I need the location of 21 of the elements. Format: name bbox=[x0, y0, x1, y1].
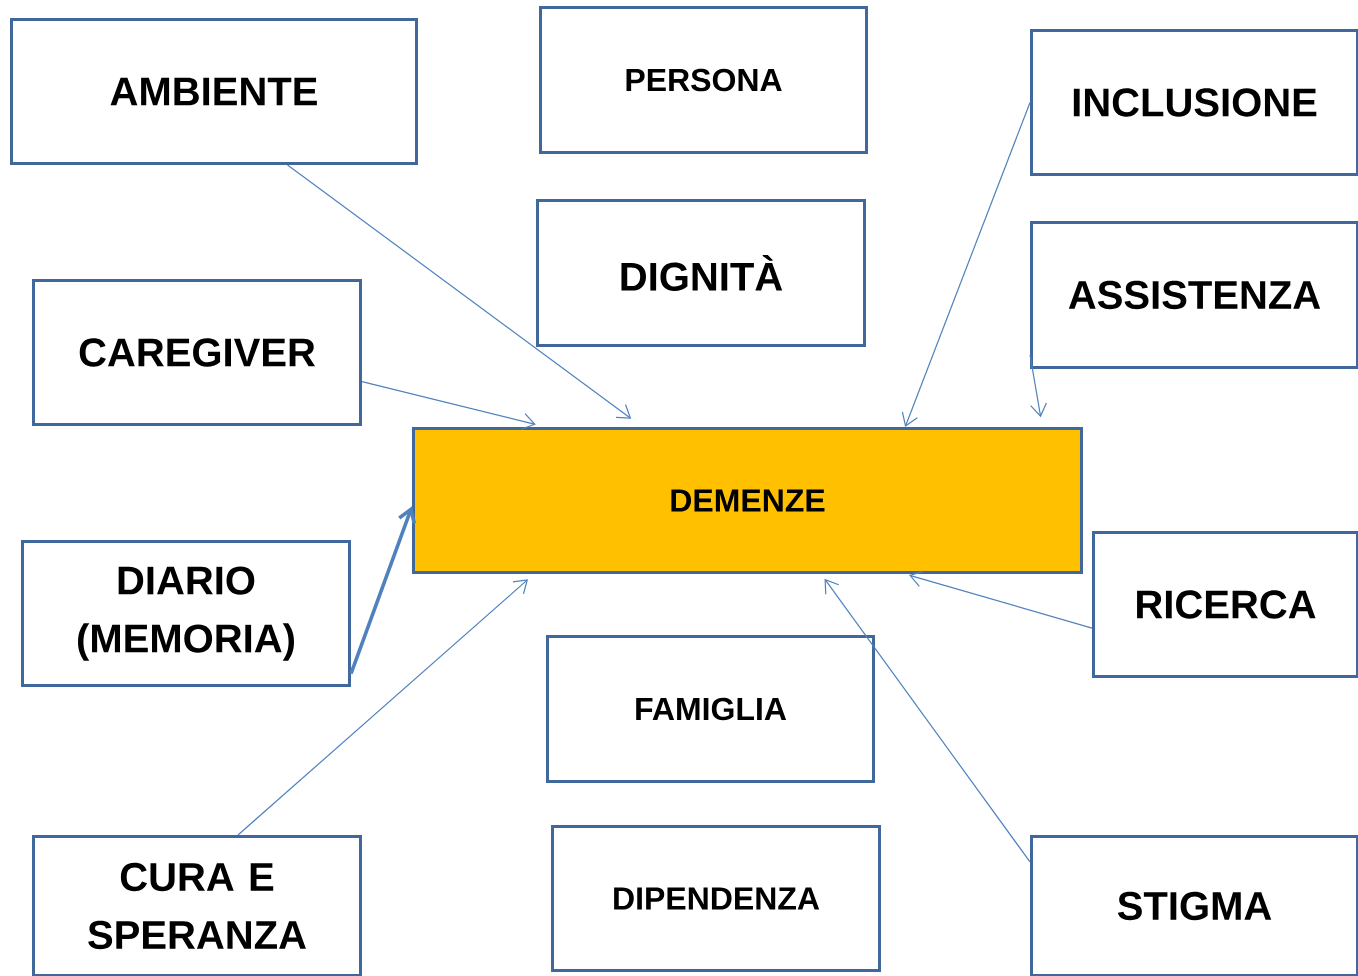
concept-box: RICERCA bbox=[1092, 531, 1358, 678]
concept-box: ASSISTENZA bbox=[1030, 221, 1358, 369]
arrow bbox=[237, 579, 529, 836]
arrow bbox=[361, 381, 536, 430]
concept-box: CURA E SPERANZA bbox=[32, 835, 362, 976]
concept-box: DIGNITÀ bbox=[536, 199, 866, 347]
highlighted-box: DEMENZE bbox=[412, 427, 1083, 574]
arrow bbox=[824, 578, 1031, 863]
concept-box: DIARIO (MEMORIA) bbox=[21, 540, 351, 687]
concept-box: AMBIENTE bbox=[10, 18, 418, 165]
concept-box: CAREGIVER bbox=[32, 279, 362, 426]
concept-box: INCLUSIONE bbox=[1030, 29, 1358, 176]
concept-box: STIGMA bbox=[1030, 835, 1358, 976]
concept-box: FAMIGLIA bbox=[546, 635, 875, 783]
concept-box: PERSONA bbox=[539, 6, 868, 154]
arrow bbox=[909, 570, 1093, 629]
arrow bbox=[349, 506, 417, 675]
arrow bbox=[901, 101, 1031, 427]
arrow bbox=[286, 164, 632, 419]
arrow bbox=[1029, 354, 1047, 418]
concept-box: DIPENDENZA bbox=[551, 825, 881, 972]
